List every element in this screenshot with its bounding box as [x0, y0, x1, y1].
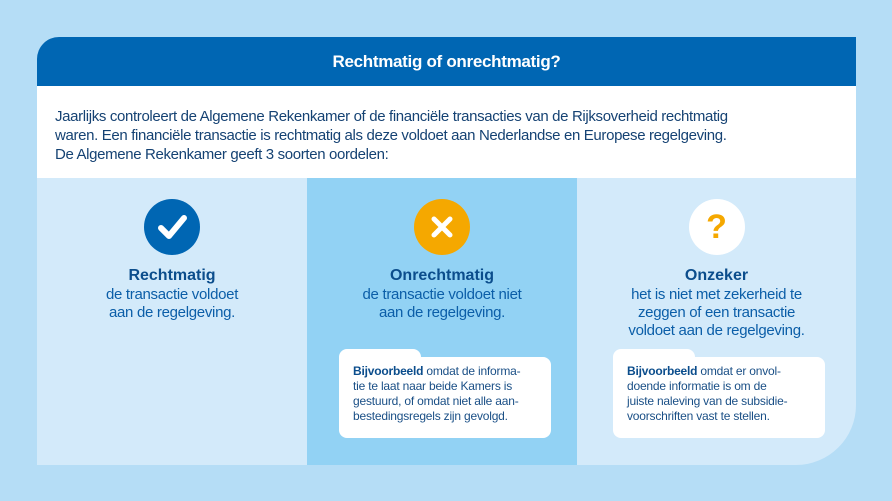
column-title: Onrechtmatig [389, 267, 494, 284]
column-title: Onzeker [684, 267, 749, 284]
intro-text: Jaarlijks controleert de Algemene Rekenk… [37, 86, 856, 178]
example-box: Bijvoorbeeld omdat er onvol- doende info… [613, 349, 825, 438]
infographic-card: Rechtmatig of onrechtmatig? Jaarlijks co… [37, 37, 856, 465]
cross-icon [414, 199, 470, 255]
page-title: Rechtmatig of onrechtmatig? [37, 37, 856, 86]
intro-line: waren. Een financiële transactie is rech… [55, 127, 727, 144]
question-icon: ? [688, 199, 745, 255]
example-box: Bijvoorbeeld omdat de informa- tie te la… [339, 349, 551, 438]
intro-line: De Algemene Rekenkamer geeft 3 soorten o… [55, 146, 389, 163]
intro-line: Jaarlijks controleert de Algemene Rekenk… [55, 108, 728, 125]
column-title: Rechtmatig [128, 267, 216, 284]
check-icon [144, 199, 200, 255]
